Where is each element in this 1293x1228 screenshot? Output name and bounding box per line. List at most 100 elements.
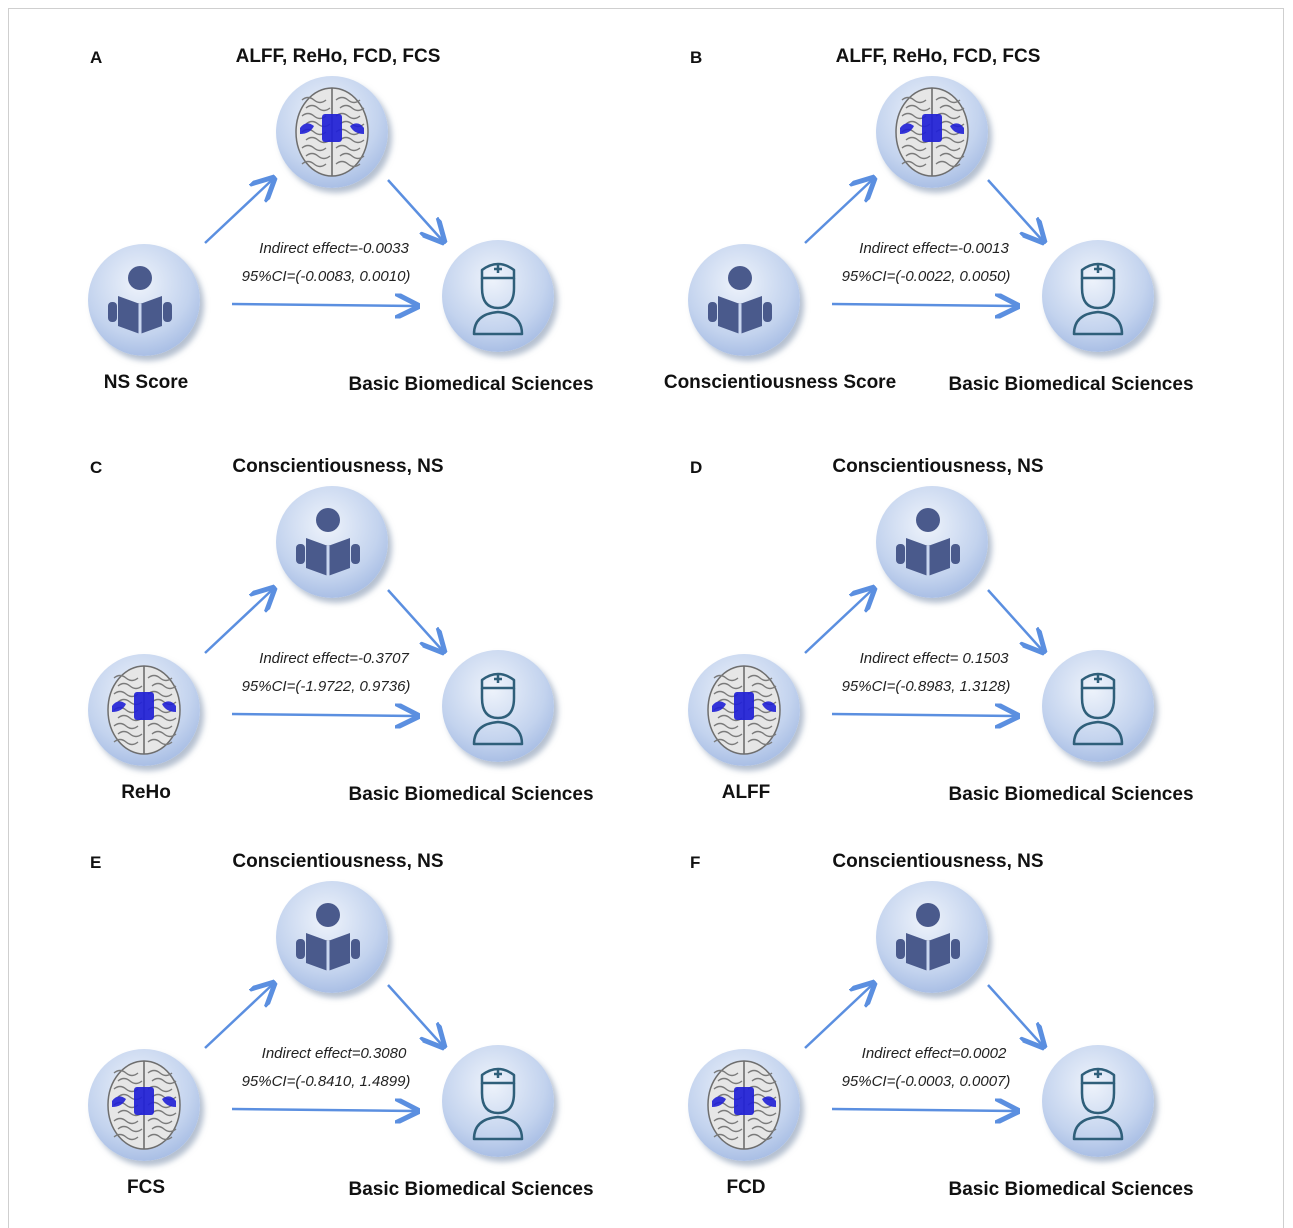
predictor-label: ReHo: [121, 782, 171, 803]
doctor-icon: [1072, 262, 1124, 336]
predictor-label: Conscientiousness Score: [663, 372, 897, 393]
doctor-icon: [472, 672, 524, 746]
mediator-label: ALFF, ReHo, FCD, FCS: [235, 46, 441, 67]
path-c-arrow: [231, 714, 415, 716]
mediator-label: Conscientiousness, NS: [232, 456, 444, 477]
panel-a: A ALFF, ReHo, FCD, FCS Indirect effect=-0…: [0, 0, 600, 400]
predictor-label: FCD: [726, 1177, 766, 1198]
predictor-node: [688, 244, 800, 356]
path-b-arrow: [987, 589, 1042, 650]
path-c-arrow: [231, 1109, 415, 1111]
reader-icon: [708, 266, 772, 334]
path-arrows: [204, 410, 600, 810]
mediator-node: [876, 486, 988, 598]
indirect-effect: Indirect effect=-0.0013: [859, 240, 1009, 257]
confidence-interval: 95%CI=(-0.8983, 1.3128): [841, 678, 1011, 695]
path-b-arrow: [987, 179, 1042, 240]
mediator-label: ALFF, ReHo, FCD, FCS: [835, 46, 1041, 67]
mediator-node: [276, 881, 388, 993]
predictor-node: [88, 244, 200, 356]
confidence-interval: 95%CI=(-0.0003, 0.0007): [841, 1073, 1011, 1090]
predictor-node: [88, 1049, 200, 1161]
indirect-effect: Indirect effect=-0.0033: [259, 240, 409, 257]
outcome-label: Basic Biomedical Sciences: [348, 784, 594, 805]
outcome-label: Basic Biomedical Sciences: [348, 374, 594, 395]
mediator-node: [276, 486, 388, 598]
panel-letter: C: [90, 458, 103, 477]
brain-icon: [707, 665, 781, 755]
path-b-arrow: [387, 179, 442, 240]
brain-icon: [895, 87, 969, 177]
outcome-node: [1042, 1045, 1154, 1157]
predictor-label: ALFF: [721, 782, 771, 803]
predictor-label: NS Score: [103, 372, 189, 393]
indirect-effect: Indirect effect=0.3080: [261, 1045, 407, 1062]
path-a-arrow: [804, 590, 872, 654]
brain-icon: [107, 665, 181, 755]
outcome-node: [442, 1045, 554, 1157]
path-c-arrow: [831, 1109, 1015, 1111]
brain-icon: [107, 1060, 181, 1150]
path-arrows: [204, 0, 600, 400]
predictor-node: [88, 654, 200, 766]
outcome-label: Basic Biomedical Sciences: [348, 1179, 594, 1200]
mediator-node: [876, 76, 988, 188]
reader-icon: [896, 508, 960, 576]
mediator-node: [876, 881, 988, 993]
path-arrows: [804, 805, 1200, 1205]
path-b-arrow: [987, 984, 1042, 1045]
panel-letter: E: [90, 853, 102, 872]
panel-letter: B: [690, 48, 703, 67]
path-a-arrow: [204, 180, 272, 244]
brain-icon: [295, 87, 369, 177]
brain-icon: [707, 1060, 781, 1150]
predictor-label: FCS: [127, 1177, 165, 1198]
path-b-arrow: [387, 984, 442, 1045]
path-a-arrow: [204, 985, 272, 1049]
path-c-arrow: [831, 304, 1015, 306]
panel-letter: A: [90, 48, 103, 67]
path-arrows: [804, 0, 1200, 400]
outcome-node: [1042, 240, 1154, 352]
panel-letter: F: [690, 853, 701, 872]
figure-frame: [8, 8, 1284, 1228]
reader-icon: [296, 903, 360, 971]
confidence-interval: 95%CI=(-1.9722, 0.9736): [241, 678, 411, 695]
indirect-effect: Indirect effect=-0.3707: [259, 650, 409, 667]
mediator-label: Conscientiousness, NS: [232, 851, 444, 872]
confidence-interval: 95%CI=(-0.0083, 0.0010): [241, 268, 411, 285]
indirect-effect: Indirect effect=0.0002: [861, 1045, 1007, 1062]
outcome-label: Basic Biomedical Sciences: [948, 784, 1194, 805]
outcome-label: Basic Biomedical Sciences: [948, 1179, 1194, 1200]
predictor-node: [688, 1049, 800, 1161]
path-a-arrow: [804, 985, 872, 1049]
mediator-label: Conscientiousness, NS: [832, 851, 1044, 872]
reader-icon: [108, 266, 172, 334]
mediator-node: [276, 76, 388, 188]
doctor-icon: [472, 1067, 524, 1141]
path-arrows: [804, 410, 1200, 810]
panel-e: E Conscientiousness, NS Indirect effect=0…: [0, 805, 600, 1205]
confidence-interval: 95%CI=(-0.8410, 1.4899): [241, 1073, 411, 1090]
path-a-arrow: [204, 590, 272, 654]
panel-b: B ALFF, ReHo, FCD, FCS Indirect effect=-0…: [600, 0, 1200, 400]
doctor-icon: [1072, 672, 1124, 746]
outcome-node: [442, 650, 554, 762]
panel-letter: D: [690, 458, 703, 477]
reader-icon: [896, 903, 960, 971]
outcome-node: [1042, 650, 1154, 762]
mediator-label: Conscientiousness, NS: [832, 456, 1044, 477]
path-arrows: [204, 805, 600, 1205]
reader-icon: [296, 508, 360, 576]
path-c-arrow: [231, 304, 415, 306]
confidence-interval: 95%CI=(-0.0022, 0.0050): [841, 268, 1011, 285]
indirect-effect: Indirect effect= 0.1503: [859, 650, 1009, 667]
path-c-arrow: [831, 714, 1015, 716]
doctor-icon: [472, 262, 524, 336]
path-a-arrow: [804, 180, 872, 244]
doctor-icon: [1072, 1067, 1124, 1141]
panel-f: F Conscientiousness, NS Indirect effect=0…: [600, 805, 1200, 1205]
outcome-label: Basic Biomedical Sciences: [948, 374, 1194, 395]
path-b-arrow: [387, 589, 442, 650]
panel-c: C Conscientiousness, NS Indirect effect=-…: [0, 410, 600, 810]
